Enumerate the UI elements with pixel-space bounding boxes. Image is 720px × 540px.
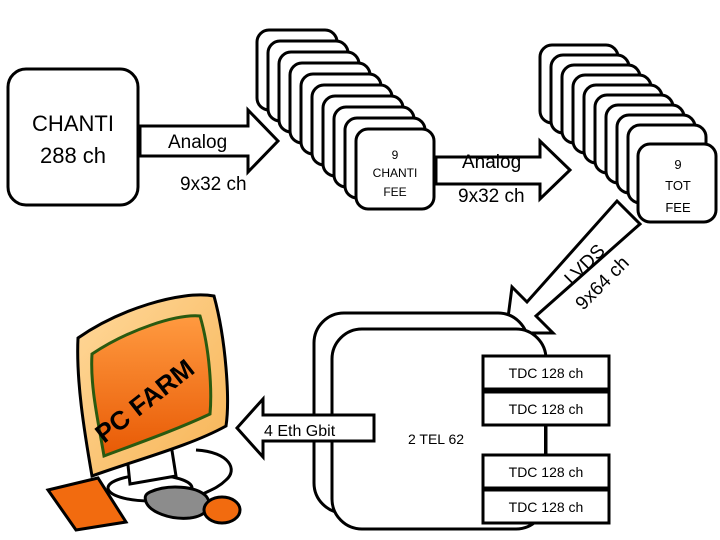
tel62-label: 2 TEL 62	[408, 431, 464, 447]
tdc-board-4: TDC 128 ch	[481, 488, 611, 525]
chanti-detector-box: CHANTI 288 ch	[6, 67, 140, 207]
tot-fee-name: TOT	[665, 178, 691, 193]
tel62-boards: 2 TEL 62 TDC 128 ch TDC 128 ch TDC 128 c…	[312, 311, 611, 531]
mouse	[143, 485, 242, 525]
lvds-link-arrow: LVDS 9x64 ch	[504, 198, 643, 335]
analog-channels-1: 9x32 ch	[180, 174, 247, 195]
ethernet-label: 4 Eth Gbit	[264, 423, 336, 440]
tdc-board-label: TDC 128 ch	[509, 464, 584, 480]
tdc-board-label: TDC 128 ch	[509, 499, 584, 515]
tdc-board-3: TDC 128 ch	[481, 453, 611, 490]
analog-label-2: Analog	[462, 152, 521, 173]
analog-channels-2: 9x32 ch	[458, 186, 525, 207]
keyboard	[45, 476, 129, 532]
chanti-fee-name: CHANTI	[373, 166, 418, 180]
chanti-fee-stack: 9 CHANTI FEE	[255, 28, 436, 211]
analog-link-arrow-1: Analog 9x32 ch	[138, 106, 281, 195]
tdc-board-label: TDC 128 ch	[509, 365, 584, 381]
analog-link-arrow-2: Analog 9x32 ch	[434, 137, 573, 207]
monitor: PC FARM	[76, 293, 229, 479]
chanti-name: CHANTI	[32, 111, 114, 136]
tot-fee-type: FEE	[665, 200, 691, 215]
analog-label-1: Analog	[168, 132, 227, 153]
chanti-fee-type: FEE	[383, 185, 406, 199]
tdc-board-label: TDC 128 ch	[509, 401, 584, 417]
chanti-channels: 288 ch	[40, 143, 106, 168]
pc-farm-computer: PC FARM	[45, 293, 242, 532]
ethernet-link-arrow: 4 Eth Gbit	[234, 395, 376, 461]
chanti-fee-count: 9	[392, 148, 399, 162]
tot-fee-count: 9	[674, 157, 681, 172]
tdc-board-1: TDC 128 ch	[481, 354, 611, 391]
tot-fee-stack: 9 TOT FEE	[538, 43, 718, 224]
tdc-board-2: TDC 128 ch	[481, 390, 611, 427]
monitor-screen	[90, 314, 213, 459]
